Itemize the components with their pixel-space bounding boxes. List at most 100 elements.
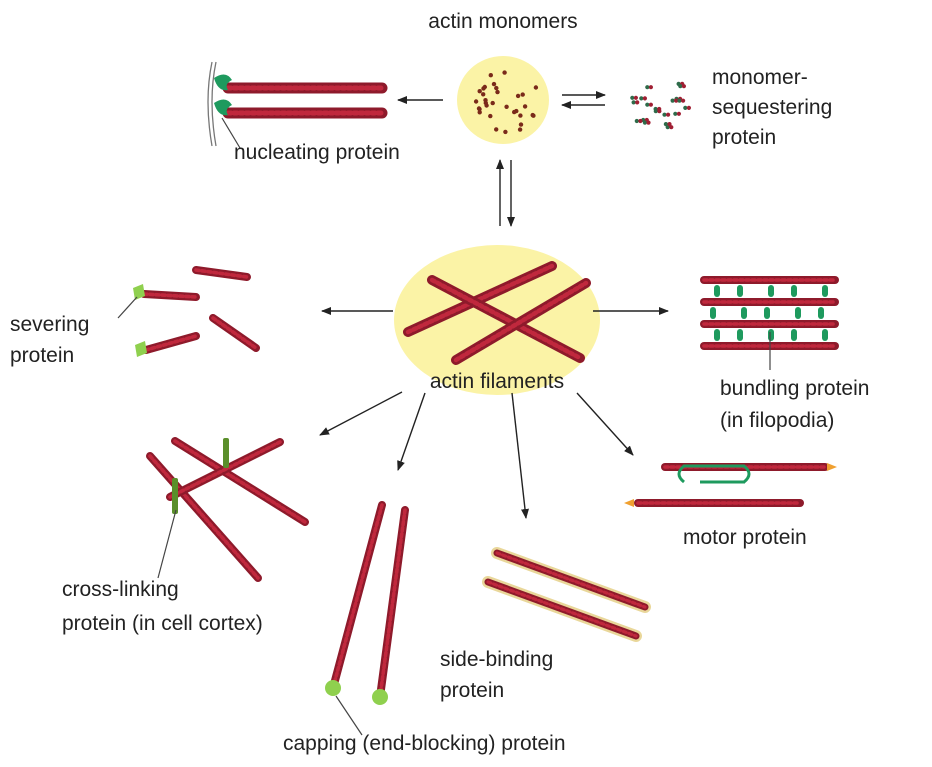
bundling-protein-post: [822, 329, 828, 341]
monomer-dot: [520, 92, 525, 97]
monomer-dot: [488, 73, 493, 78]
sequestered-monomer: [673, 111, 678, 116]
actin-filament: [209, 314, 260, 352]
sequestered-monomer: [681, 98, 686, 103]
label-nucleating-protein: nucleating protein: [234, 141, 400, 164]
actin-filament: [451, 278, 591, 365]
sequestered-monomer: [631, 100, 636, 105]
actin-monomer-dots: [473, 70, 539, 135]
monomer-dot: [490, 100, 495, 106]
sequestered-monomer: [666, 112, 671, 117]
membrane: [207, 61, 217, 147]
monomer-dot: [483, 100, 488, 106]
sequestered-monomer: [677, 98, 682, 103]
bundling-protein-post: [741, 307, 747, 319]
sequestered-monomer: [686, 105, 692, 110]
monomer-dot: [522, 104, 528, 109]
actin-filament: [142, 332, 200, 354]
sequestered-monomer: [681, 84, 687, 89]
bundling-protein-post: [714, 329, 720, 341]
label-capping-protein: capping (end-blocking) protein: [283, 732, 566, 755]
monomer-dot: [481, 92, 486, 97]
sequestered-monomer: [633, 95, 639, 100]
actin-filament: [171, 437, 309, 526]
monomer-dot: [512, 109, 517, 115]
sequestered-monomer: [653, 106, 658, 112]
monomer-dot: [503, 129, 508, 135]
monomer-dot: [518, 122, 524, 127]
motor-protein: [677, 464, 751, 484]
bundling-protein: [710, 285, 828, 341]
sequestered-monomer: [635, 100, 640, 105]
sequestered-monomer: [663, 122, 669, 127]
capped-filaments: [329, 501, 409, 701]
actin-filament: [482, 576, 642, 642]
monomer-dot: [491, 81, 497, 87]
sequestered-monomer: [657, 106, 662, 112]
bundling-protein-post: [795, 307, 801, 319]
bundling-protein-post: [710, 307, 716, 319]
actin-filament: [403, 261, 557, 337]
bundling-protein-post: [791, 329, 797, 341]
sequestered-monomer: [669, 125, 674, 130]
bundling-protein-post: [737, 329, 743, 341]
side-bound-filaments: [482, 547, 651, 642]
bundling-protein-post: [818, 307, 824, 319]
label-actin-filaments: actin filaments: [430, 370, 564, 393]
monomer-dot: [494, 85, 499, 91]
monomer-dot: [477, 89, 482, 94]
arrow-to-cross-linking: [319, 391, 403, 436]
sequestered-monomer: [665, 125, 670, 130]
bundling-protein-post: [822, 285, 828, 297]
monomer-dot: [517, 127, 523, 132]
central-actin-filaments: [403, 261, 591, 365]
sequestered-monomer: [648, 102, 654, 107]
sequestered-monomer: [639, 96, 644, 101]
sequestered-monomer: [662, 112, 667, 117]
cross-linking-pointer: [157, 509, 177, 579]
bundling-protein-post: [768, 329, 774, 341]
severing-protein: [133, 284, 147, 357]
arrow-to-side-binding: [511, 392, 529, 519]
actin-filament: [146, 452, 262, 582]
sequestered-monomer: [667, 122, 672, 127]
sequestered-monomer: [634, 118, 639, 124]
sequestered-monomer: [645, 85, 650, 90]
actin-filament: [192, 266, 251, 281]
severing-pointer: [117, 296, 138, 319]
actin-filament: [329, 501, 386, 692]
label-motor-protein: motor protein: [683, 526, 807, 549]
monomer-dot: [531, 113, 536, 118]
sequestered-monomer: [674, 98, 679, 103]
monomer-dot: [482, 84, 487, 90]
arrows: [319, 91, 669, 519]
actin-filament: [376, 506, 409, 701]
monomer-dot: [515, 93, 521, 99]
monomer-dot: [473, 99, 479, 104]
monomer-dot: [533, 85, 539, 90]
label-bundling-protein: bundling protein (in filopodia): [720, 377, 875, 432]
bundling-protein-post: [791, 285, 797, 297]
nucleating-protein: [214, 74, 232, 116]
motor-direction-tips: [624, 463, 837, 507]
arrow-to-capping: [397, 392, 426, 471]
monomer-dot: [518, 113, 523, 118]
sequestered-monomer: [630, 95, 635, 100]
monomer-dot: [477, 106, 482, 112]
nucleated-filaments: [222, 82, 388, 119]
actin-filament: [140, 290, 200, 301]
sequestered-monomer-dots: [630, 81, 692, 130]
bundling-protein-post: [764, 307, 770, 319]
actin-filament: [166, 438, 284, 501]
monomer-dot: [477, 110, 482, 115]
sequestered-monomer: [676, 111, 682, 116]
actin-filament: [427, 275, 585, 363]
sequestered-monomer: [678, 84, 683, 89]
cross-linking-protein: [172, 438, 229, 514]
monomer-dot: [504, 104, 509, 110]
motor-filaments: [634, 463, 829, 507]
label-actin-monomers: actin monomers: [428, 10, 577, 33]
sequestered-monomer: [645, 102, 650, 107]
label-cross-linking-protein: cross-linking protein (in cell cortex): [62, 578, 263, 635]
